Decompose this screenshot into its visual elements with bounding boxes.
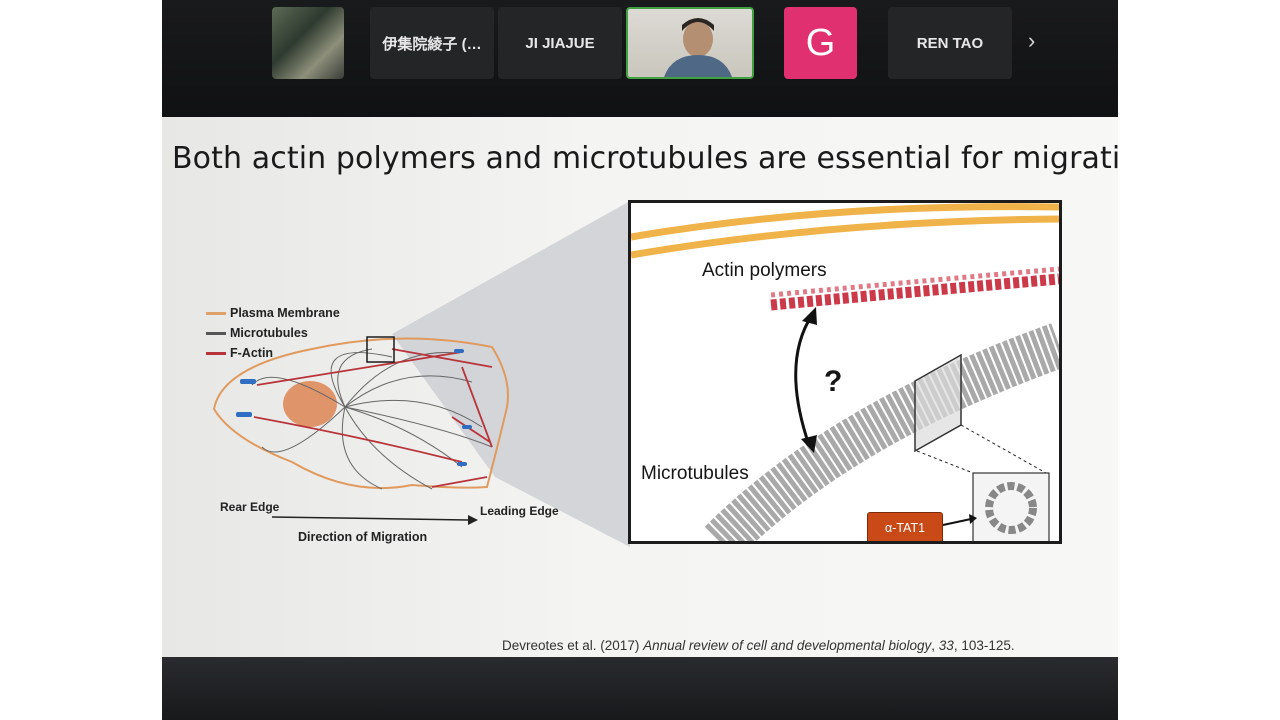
speaker-video <box>664 18 732 77</box>
actin-filament <box>770 266 1059 298</box>
zoom-region-box <box>366 336 395 363</box>
leading-edge-label: Leading Edge <box>480 504 559 518</box>
photo-frame: 伊集院綾子 (… JI JIAJUE G REN TAO › Both acti… <box>162 0 1118 720</box>
legend-item: F-Actin <box>206 343 340 363</box>
citation-pages: , 103-125. <box>953 638 1015 653</box>
cross-section-plane <box>914 353 962 453</box>
cell-diagram <box>212 201 630 547</box>
arrow-head <box>969 514 977 524</box>
citation: Devreotes et al. (2017) Annual review of… <box>502 638 1015 653</box>
participant-tile-photo[interactable] <box>272 7 344 79</box>
membrane-band <box>631 203 1059 241</box>
participant-tile-ren-tao[interactable]: REN TAO <box>888 7 1012 79</box>
legend-swatch <box>206 311 226 315</box>
participant-tile-ji-jiajue[interactable]: JI JIAJUE <box>498 7 622 79</box>
microtubule-tips <box>236 349 472 466</box>
participant-name: JI JIAJUE <box>525 34 595 52</box>
microtubules-label: Microtubules <box>641 463 749 484</box>
microtubule-tube <box>704 323 1059 541</box>
alpha-tat1-badge: α-TAT1 <box>867 512 943 541</box>
plasma-membrane <box>212 337 509 490</box>
slide-title: Both actin polymers and microtubules are… <box>172 141 1118 176</box>
legend-label: F-Actin <box>230 346 274 360</box>
microtubules <box>251 348 493 490</box>
tat-arrow <box>942 518 972 526</box>
participant-name: 伊集院綾子 (… <box>382 35 482 53</box>
question-mark: ? <box>824 365 843 398</box>
screen-bezel <box>162 657 1118 720</box>
participant-tile-g[interactable]: G <box>784 7 857 79</box>
avatar-initial: G <box>805 21 836 64</box>
f-actin <box>253 348 493 488</box>
nucleus <box>283 381 337 427</box>
tubulin-ring <box>985 482 1037 534</box>
double-arrow <box>794 314 814 446</box>
legend-swatch <box>206 351 226 355</box>
leader-line <box>960 424 1047 474</box>
participant-name: REN TAO <box>916 34 984 52</box>
zoom-projection <box>392 201 630 547</box>
participant-tile-ijuin[interactable]: 伊集院綾子 (… <box>370 7 494 79</box>
rear-edge-label: Rear Edge <box>220 500 280 514</box>
legend-item: Plasma Membrane <box>206 303 340 323</box>
citation-volume: 33 <box>938 638 954 653</box>
citation-authors: Devreotes et al. (2017) <box>502 638 640 653</box>
arrow-head <box>801 435 817 453</box>
arrow-head <box>468 515 478 525</box>
leader-line <box>916 450 974 474</box>
zoom-panel: Actin polymers ? Microtubules α-TAT1 <box>628 200 1062 544</box>
chevron-right-icon[interactable]: › <box>1028 28 1036 53</box>
diagram-legend: Plasma Membrane Microtubules F-Actin <box>206 303 340 363</box>
membrane-band <box>631 215 1059 259</box>
arrow-head <box>802 307 817 325</box>
actin-filament <box>770 273 1059 311</box>
presentation-slide: Both actin polymers and microtubules are… <box>162 117 1118 657</box>
legend-item: Microtubules <box>206 323 340 343</box>
legend-label: Microtubules <box>230 326 308 340</box>
legend-swatch <box>206 331 226 335</box>
direction-arrow <box>271 516 469 521</box>
direction-label: Direction of Migration <box>298 530 428 544</box>
zoom-illustration <box>631 203 1059 541</box>
participant-tile-active-speaker[interactable] <box>626 7 754 79</box>
actin-polymers-label: Actin polymers <box>702 260 827 281</box>
participant-strip: 伊集院綾子 (… JI JIAJUE G REN TAO › <box>162 0 1118 118</box>
citation-journal: Annual review of cell and developmental … <box>643 638 932 653</box>
legend-label: Plasma Membrane <box>230 306 340 320</box>
